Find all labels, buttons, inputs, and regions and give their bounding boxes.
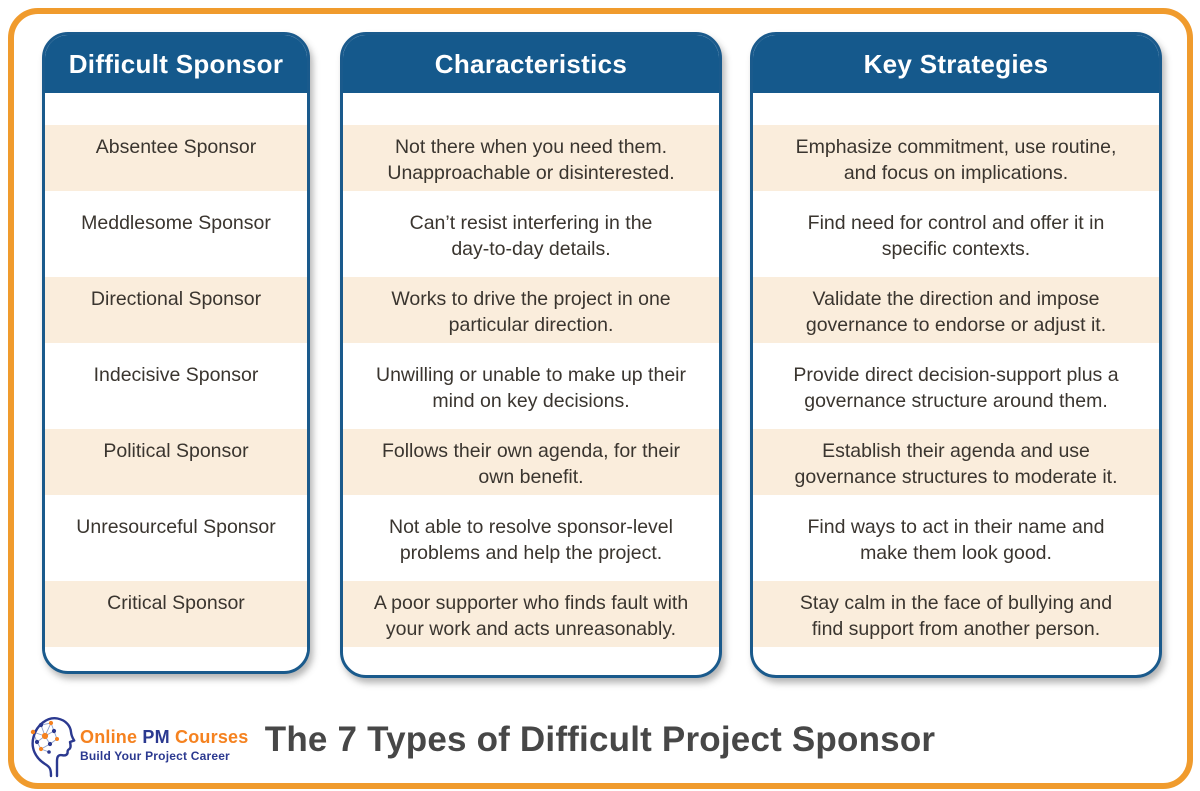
sponsor-label: Meddlesome Sponsor <box>81 212 271 234</box>
characteristic-cell: Can’t resist interfering in the day-to-d… <box>343 197 719 273</box>
brand-text: Online PM Courses Build Your Project Car… <box>80 727 248 763</box>
sponsor-cell: Meddlesome Sponsor <box>45 197 307 273</box>
strategy-text: Stay calm in the face of bullying and fi… <box>799 592 1113 640</box>
strategy-cell: Find ways to act in their name and make … <box>753 501 1159 577</box>
characteristic-cell: Unwilling or unable to make up their min… <box>343 349 719 425</box>
characteristic-cell: Works to drive the project in one partic… <box>343 273 719 349</box>
key-strategies-card: Key Strategies Emphasize commitment, use… <box>750 32 1162 678</box>
strategy-text: Establish their agenda and use governanc… <box>794 440 1118 488</box>
column-header-label: Difficult Sponsor <box>68 48 284 79</box>
characteristic-text: Not able to resolve sponsor-level proble… <box>389 516 673 564</box>
characteristics-card: Characteristics Not there when you need … <box>340 32 722 678</box>
characteristics-header: Characteristics <box>343 35 719 93</box>
strategy-text: Find need for control and offer it in sp… <box>807 212 1105 260</box>
sponsor-cell: Indecisive Sponsor <box>45 349 307 425</box>
characteristic-text: Not there when you need them. Unapproach… <box>387 136 675 184</box>
characteristic-text: Follows their own agenda, for their own … <box>381 440 681 488</box>
page-title: The 7 Types of Difficult Project Sponsor <box>264 720 936 759</box>
strategy-text: Validate the direction and impose govern… <box>805 288 1107 336</box>
characteristic-cell: Follows their own agenda, for their own … <box>343 425 719 501</box>
sponsor-label: Absentee Sponsor <box>95 136 257 158</box>
strategy-cell: Validate the direction and impose govern… <box>753 273 1159 349</box>
sponsor-label: Unresourceful Sponsor <box>76 516 276 538</box>
sponsor-label: Political Sponsor <box>103 440 249 462</box>
brand-online: Online <box>80 727 138 747</box>
strategy-cell: Find need for control and offer it in sp… <box>753 197 1159 273</box>
sponsor-cell: Political Sponsor <box>45 425 307 501</box>
sponsor-cell: Directional Sponsor <box>45 273 307 349</box>
characteristic-text: A poor supporter who finds fault with yo… <box>373 592 689 640</box>
difficult-sponsor-body: Absentee Sponsor Meddlesome Sponsor Dire… <box>45 93 307 653</box>
strategy-text: Emphasize commitment, use routine, and f… <box>795 136 1117 184</box>
characteristic-text: Can’t resist interfering in the day-to-d… <box>409 212 653 260</box>
footer: Online PM Courses Build Your Project Car… <box>0 700 1200 785</box>
sponsor-label: Critical Sponsor <box>107 592 245 614</box>
columns-container: Difficult Sponsor Absentee Sponsor Meddl… <box>42 32 1162 678</box>
characteristics-body: Not there when you need them. Unapproach… <box>343 93 719 653</box>
strategy-cell: Provide direct decision-support plus a g… <box>753 349 1159 425</box>
strategy-cell: Establish their agenda and use governanc… <box>753 425 1159 501</box>
key-strategies-header: Key Strategies <box>753 35 1159 93</box>
brand-name: Online PM Courses <box>80 727 248 748</box>
characteristic-text: Unwilling or unable to make up their min… <box>375 364 686 412</box>
column-header-label: Key Strategies <box>863 48 1049 79</box>
brand-pm: PM <box>142 727 170 747</box>
strategy-cell: Emphasize commitment, use routine, and f… <box>753 121 1159 197</box>
head-network-logo-icon <box>26 712 76 778</box>
characteristic-cell: Not there when you need them. Unapproach… <box>343 121 719 197</box>
sponsor-label: Directional Sponsor <box>90 288 262 310</box>
brand-tagline: Build Your Project Career <box>80 749 230 763</box>
strategy-text: Find ways to act in their name and make … <box>807 516 1105 564</box>
sponsor-label: Indecisive Sponsor <box>93 364 259 386</box>
brand-logo: Online PM Courses Build Your Project Car… <box>26 712 248 778</box>
strategy-cell: Stay calm in the face of bullying and fi… <box>753 577 1159 653</box>
characteristic-cell: A poor supporter who finds fault with yo… <box>343 577 719 653</box>
sponsor-cell: Absentee Sponsor <box>45 121 307 197</box>
difficult-sponsor-card: Difficult Sponsor Absentee Sponsor Meddl… <box>42 32 310 674</box>
characteristic-cell: Not able to resolve sponsor-level proble… <box>343 501 719 577</box>
difficult-sponsor-header: Difficult Sponsor <box>45 35 307 93</box>
sponsor-cell: Critical Sponsor <box>45 577 307 653</box>
brand-courses: Courses <box>175 727 249 747</box>
characteristic-text: Works to drive the project in one partic… <box>391 288 671 336</box>
sponsor-cell: Unresourceful Sponsor <box>45 501 307 577</box>
strategy-text: Provide direct decision-support plus a g… <box>793 364 1119 412</box>
key-strategies-body: Emphasize commitment, use routine, and f… <box>753 93 1159 653</box>
column-header-label: Characteristics <box>434 48 628 79</box>
